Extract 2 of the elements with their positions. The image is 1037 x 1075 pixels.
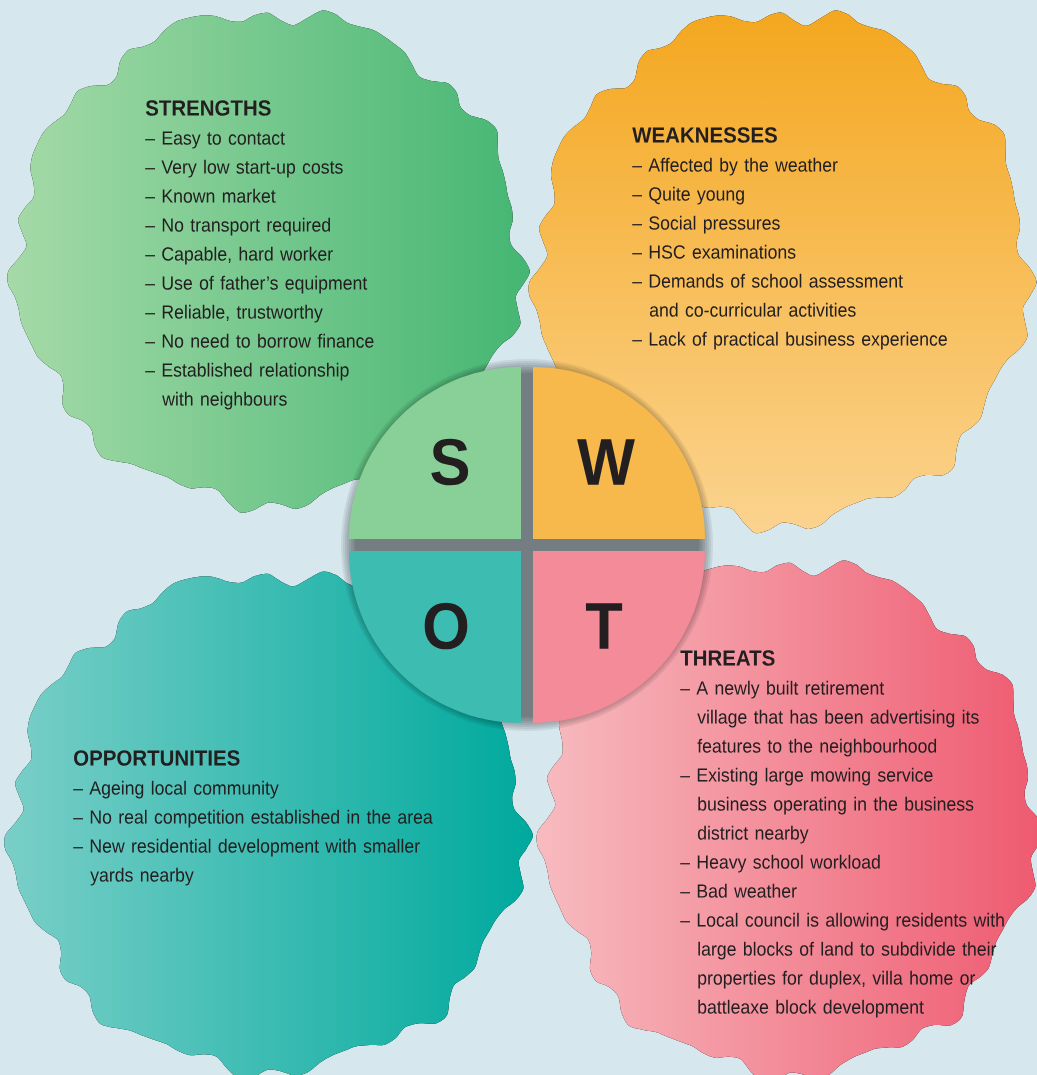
letter-wedge: S (349, 367, 521, 539)
letter-wedge: O (349, 551, 521, 723)
